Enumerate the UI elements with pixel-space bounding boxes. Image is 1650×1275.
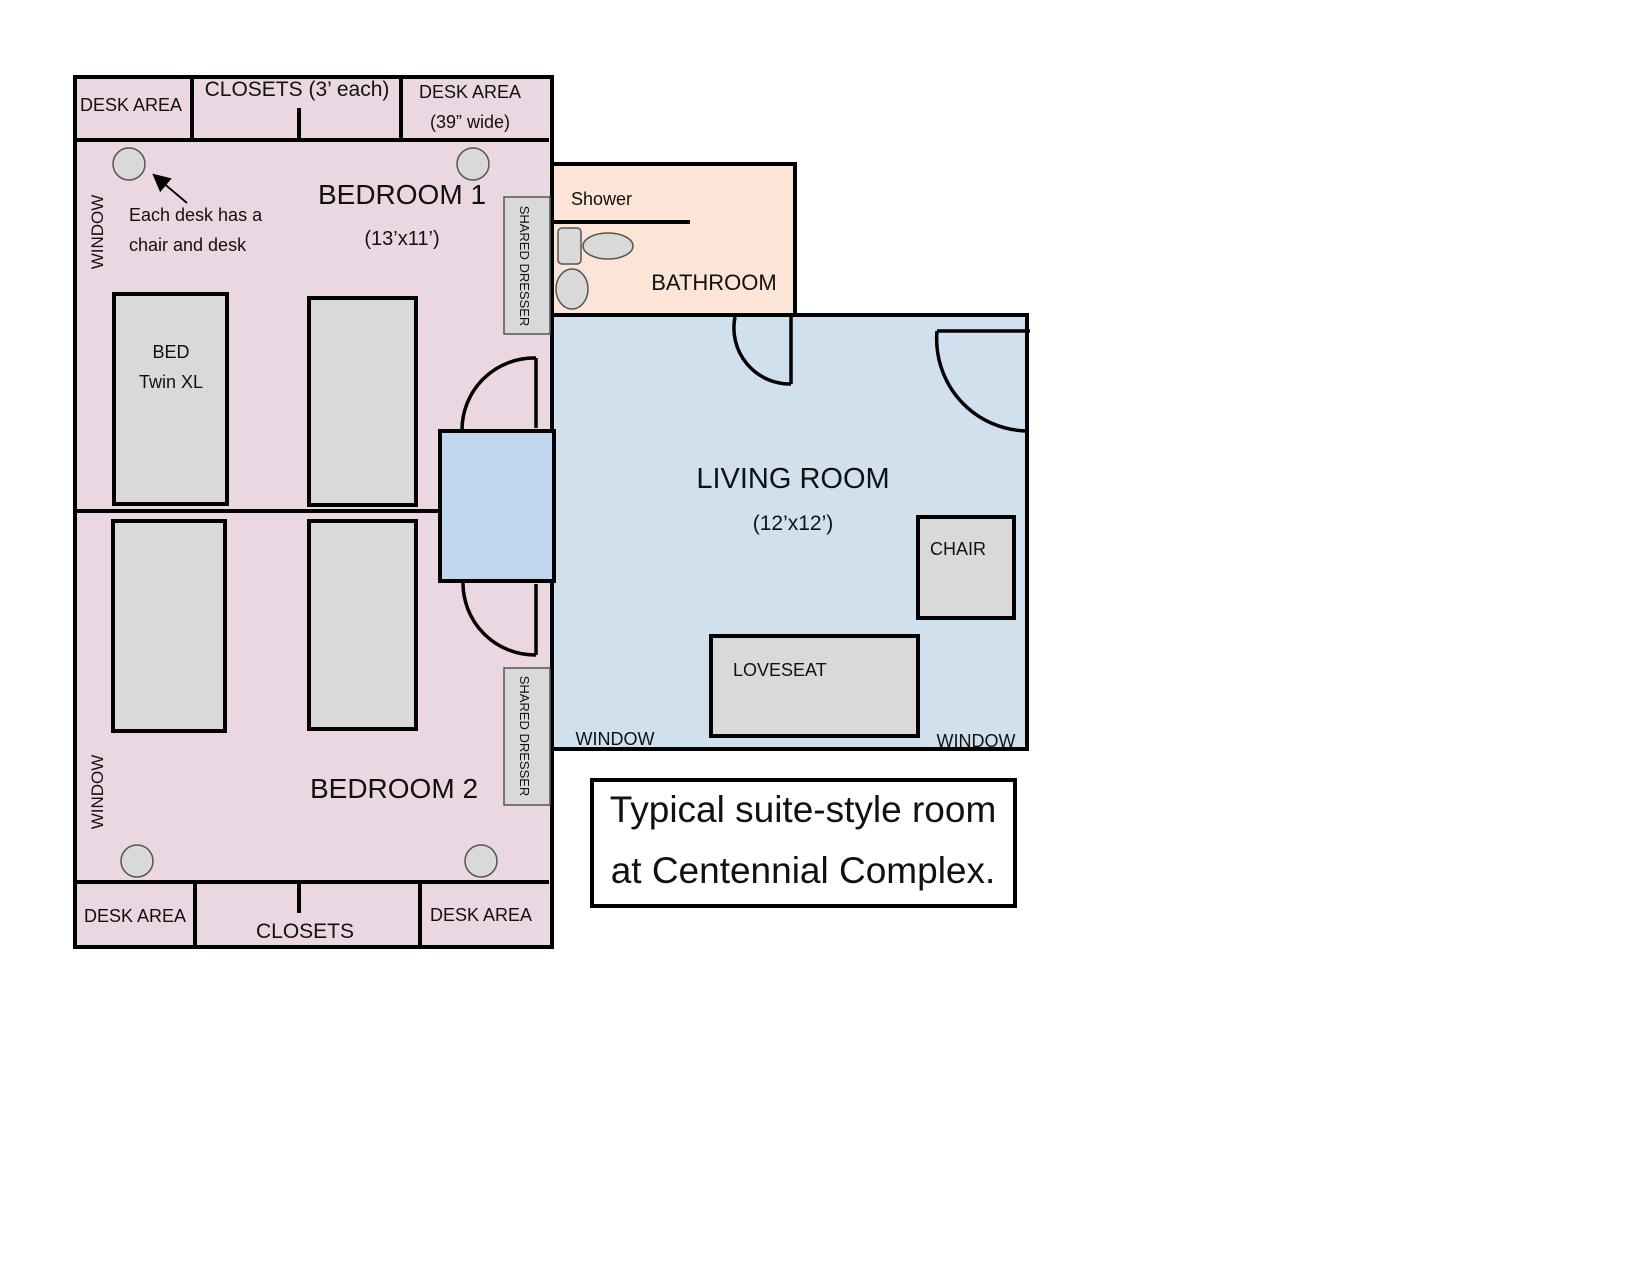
bottom-desk-area-right: DESK AREA (430, 905, 532, 925)
shower-label: Shower (571, 189, 632, 209)
caption-line-1: Typical suite-style room (610, 789, 997, 830)
bottom-desk-area-left: DESK AREA (84, 906, 186, 926)
hall (438, 429, 556, 583)
bedroom1-title: BEDROOM 1 (318, 179, 486, 210)
top-desk-area-left: DESK AREA (80, 95, 182, 115)
desk-chair-icon (120, 844, 154, 878)
bottom-closets-label: CLOSETS (256, 920, 354, 943)
chair-label: CHAIR (930, 539, 986, 559)
entry-door[interactable] (934, 329, 1030, 433)
toilet-icon (582, 232, 634, 260)
loveseat (709, 634, 920, 738)
bedroom1-door[interactable] (460, 356, 538, 431)
dresser-1-label: SHARED DRESSER (517, 206, 532, 327)
caption-line-2: at Centennial Complex. (611, 850, 996, 891)
living-room-title: LIVING ROOM (696, 463, 889, 495)
dresser-2-label: SHARED DRESSER (517, 676, 532, 797)
shared-dresser-1 (503, 196, 551, 335)
loveseat-label: LOVESEAT (733, 660, 827, 680)
bed-1 (112, 292, 229, 506)
bedroom1-window: WINDOW (88, 195, 107, 270)
caption-box (590, 778, 1017, 908)
bed-2 (307, 296, 418, 507)
living-window-right: WINDOW (937, 731, 1016, 751)
bed-3 (111, 519, 227, 733)
living-window-left: WINDOW (576, 729, 655, 749)
bed-size-label: Twin XL (139, 372, 203, 392)
living-room-size: (12’x12’) (753, 512, 834, 535)
bedroom1-note-line2: chair and desk (129, 235, 247, 255)
top-closets-label: CLOSETS (3’ each) (205, 78, 390, 101)
bathroom-door[interactable] (732, 316, 793, 386)
chair (916, 515, 1016, 620)
desk-chair-icon (456, 147, 490, 181)
bedroom1-note-line1: Each desk has a (129, 205, 263, 225)
note-arrow-icon (152, 173, 188, 204)
bed-label: BED (152, 342, 189, 362)
bedroom2-door[interactable] (461, 581, 538, 657)
bathroom-title: BATHROOM (651, 270, 776, 295)
top-desk-width: (39” wide) (430, 112, 510, 132)
bedroom1-size: (13’x11’) (364, 228, 439, 250)
bed-4 (307, 519, 418, 731)
bedroom2-title: BEDROOM 2 (310, 773, 478, 804)
top-desk-area-right: DESK AREA (419, 82, 521, 102)
sink-icon (555, 268, 589, 310)
desk-chair-icon (464, 844, 498, 878)
desk-chair-icon (112, 147, 146, 181)
bedroom2-window: WINDOW (88, 755, 107, 830)
shared-dresser-2 (503, 667, 551, 806)
toilet-tank-icon (557, 227, 582, 265)
